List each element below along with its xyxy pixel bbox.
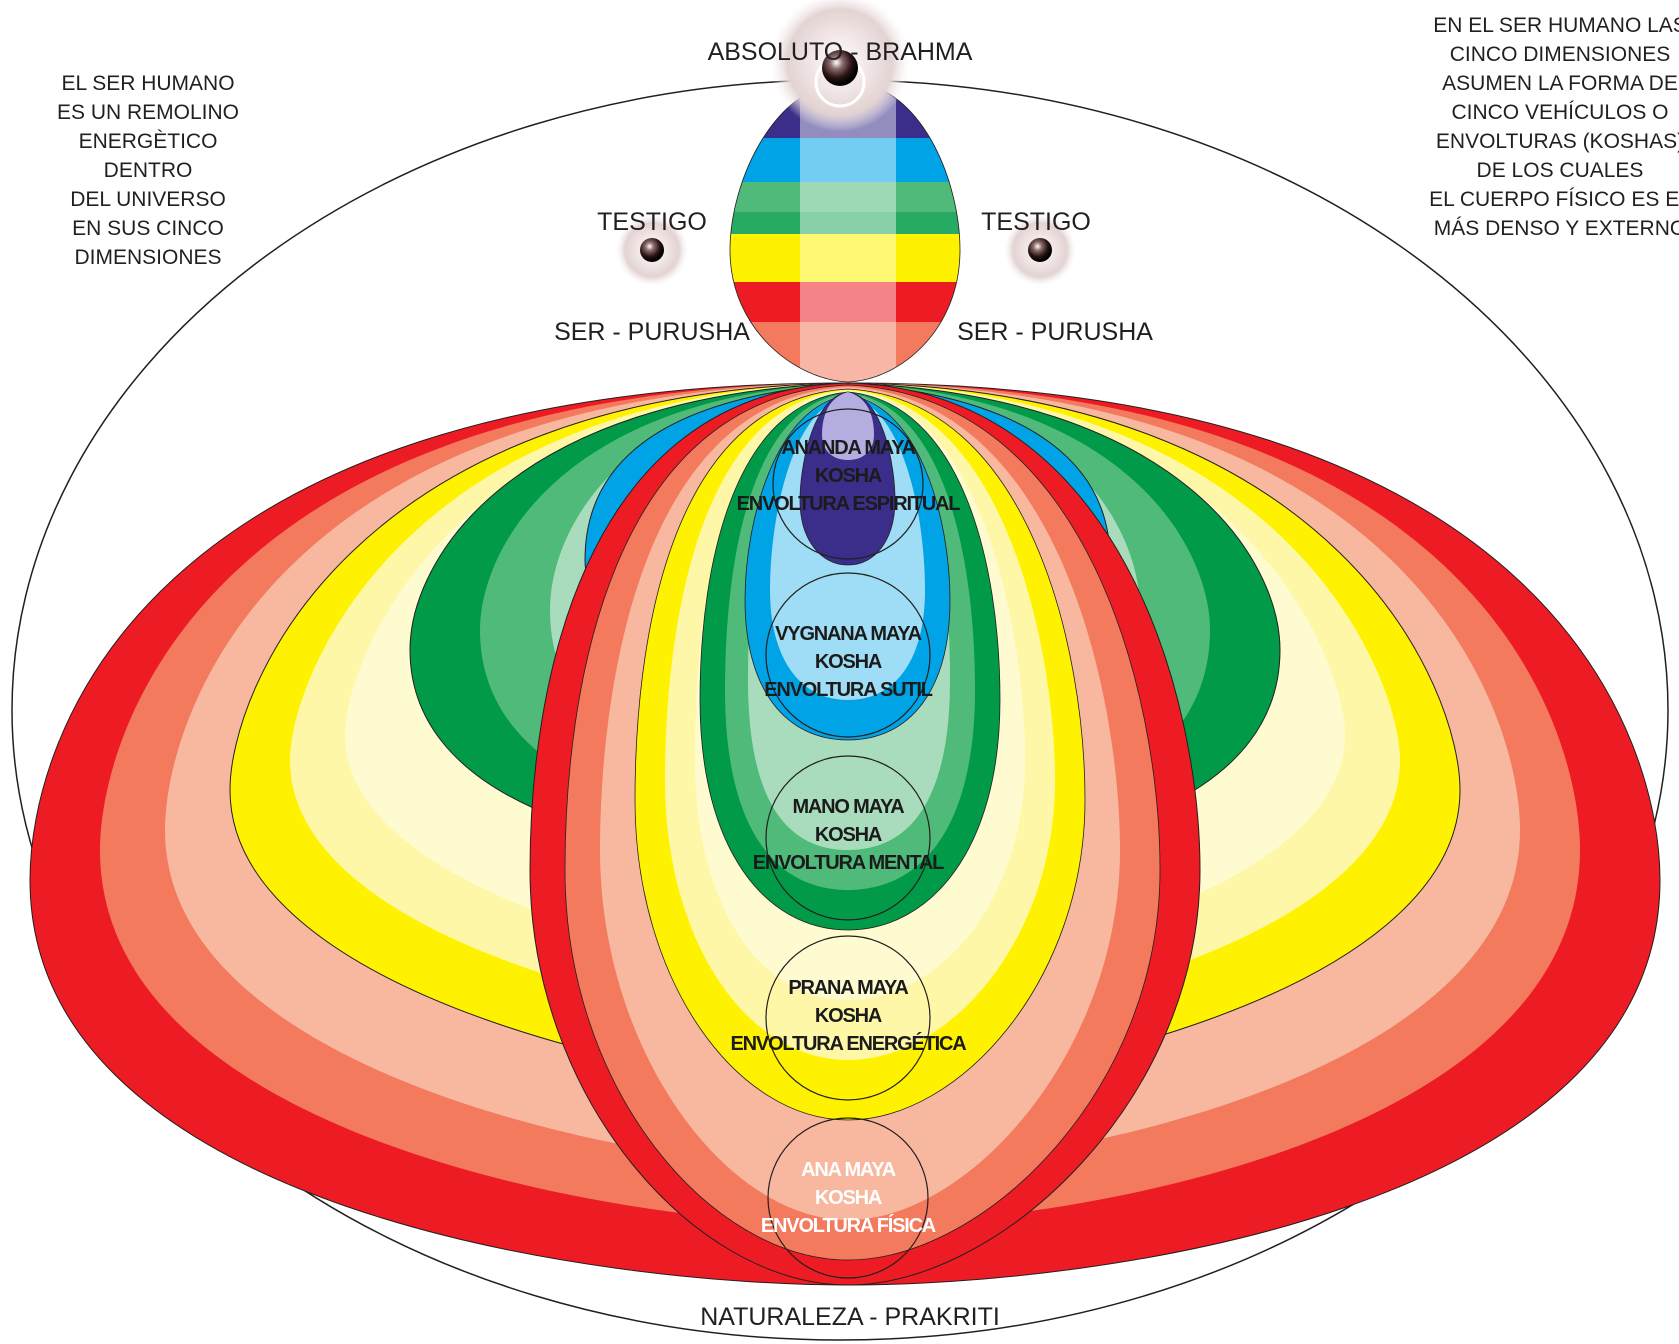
- kosha-envelope: ENVOLTURA MENTAL: [753, 852, 944, 874]
- kosha-circles: [765, 408, 931, 1279]
- left-line-1: EL SER HUMANO: [61, 72, 234, 95]
- kosha-circle-ananda: [772, 408, 924, 560]
- kosha-name: ANANDA MAYA: [781, 437, 915, 459]
- right-line-7: EL CUERPO FÍSICO ES EL: [1429, 188, 1679, 211]
- right-witness-orb: [1004, 214, 1076, 286]
- vertical-envelopes: [529, 382, 1201, 1286]
- right-line-8: MÁS DENSO Y EXTERNO: [1434, 217, 1679, 240]
- left-line-7: DIMENSIONES: [74, 246, 221, 269]
- kosha-circle-vygnana: [765, 572, 931, 738]
- kosha-name: PRANA MAYA: [788, 977, 908, 999]
- kosha-name: ANA MAYA: [801, 1159, 896, 1181]
- kosha-ana-label: ANA MAYA KOSHA ENVOLTURA FÍSICA: [761, 1159, 937, 1237]
- kosha-prana-label: PRANA MAYA KOSHA ENVOLTURA ENERGÉTICA: [731, 977, 968, 1055]
- witness-egg-outline: [729, 81, 961, 383]
- kosha-circle-ana: [767, 1117, 929, 1279]
- kosha-word: KOSHA: [815, 651, 882, 673]
- left-line-2: ES UN REMOLINO: [57, 101, 239, 124]
- left-line-3: ENERGÈTICO: [79, 130, 218, 153]
- left-testigo-label: TESTIGO: [597, 208, 707, 236]
- kosha-envelope: ENVOLTURA ESPIRITUAL: [737, 493, 961, 515]
- left-line-4: DENTRO: [104, 159, 193, 182]
- kosha-ananda-label: ANANDA MAYA KOSHA ENVOLTURA ESPIRITUAL: [737, 437, 962, 515]
- vertical-lavender: [822, 392, 874, 460]
- absoluto-brahma-label: ABSOLUTO - BRAHMA: [708, 38, 973, 66]
- right-testigo-label: TESTIGO: [981, 208, 1091, 236]
- right-line-2: CINCO DIMENSIONES: [1450, 43, 1671, 66]
- kosha-name: MANO MAYA: [792, 796, 904, 818]
- kosha-envelope: ENVOLTURA ENERGÉTICA: [731, 1032, 967, 1055]
- kosha-word: KOSHA: [815, 1005, 882, 1027]
- right-line-6: DE LOS CUALES: [1477, 159, 1644, 182]
- right-line-1: EN EL SER HUMANO LAS: [1433, 14, 1679, 37]
- left-line-6: EN SUS CINCO: [72, 217, 224, 240]
- kosha-name: VYGNANA MAYA: [775, 623, 921, 645]
- kosha-envelope: ENVOLTURA SUTIL: [764, 679, 933, 701]
- kosha-word: KOSHA: [815, 465, 882, 487]
- left-text-block: EL SER HUMANO ES UN REMOLINO ENERGÈTICO …: [57, 72, 239, 269]
- kosha-circle-prana: [765, 935, 931, 1101]
- kosha-vygnana-label: VYGNANA MAYA KOSHA ENVOLTURA SUTIL: [764, 623, 934, 701]
- kosha-word: KOSHA: [815, 1187, 882, 1209]
- right-line-3: ASUMEN LA FORMA DE: [1442, 72, 1678, 95]
- left-witness-orb: [616, 214, 688, 286]
- kosha-circle-mano: [765, 755, 931, 921]
- left-purusha-label: SER - PURUSHA: [554, 318, 750, 346]
- right-text-block: EN EL SER HUMANO LAS CINCO DIMENSIONES A…: [1429, 14, 1679, 240]
- prakriti-label: NATURALEZA - PRAKRITI: [700, 1303, 1000, 1331]
- right-line-5: ENVOLTURAS (KOSHAS): [1436, 130, 1679, 153]
- kosha-word: KOSHA: [815, 824, 882, 846]
- kosha-mano-label: MANO MAYA KOSHA ENVOLTURA MENTAL: [753, 796, 946, 874]
- right-purusha-label: SER - PURUSHA: [957, 318, 1153, 346]
- right-line-4: CINCO VEHÍCULOS O: [1451, 101, 1668, 124]
- brahma-orb: [770, 0, 910, 132]
- left-line-5: DEL UNIVERSO: [70, 188, 226, 211]
- kosha-envelope: ENVOLTURA FÍSICA: [761, 1214, 936, 1237]
